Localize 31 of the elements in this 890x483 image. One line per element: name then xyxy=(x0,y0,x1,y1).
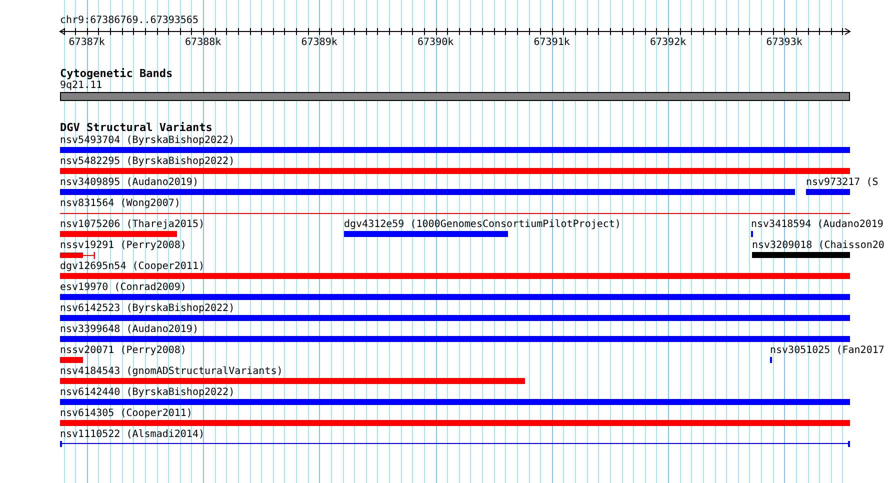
variant-label: nsv831564 (Wong2007) xyxy=(60,198,182,209)
variant-label: esv19970 (Conrad2009) xyxy=(60,282,188,293)
track-title: DGV Structural Variants xyxy=(60,122,212,133)
track-title: Cytogenetic Bands xyxy=(60,68,173,79)
variant-label: nsv6142523 (ByrskaBishop2022) xyxy=(60,303,236,314)
variant-label: nsv5493704 (ByrskaBishop2022) xyxy=(60,135,236,146)
tick-label: 67392k xyxy=(650,37,686,48)
variant-label: nsv1110522 (Alsmadi2014) xyxy=(60,429,206,440)
variant-label: nsv5482295 (ByrskaBishop2022) xyxy=(60,156,236,167)
variant-label: nsv3418594 (Audano2019 xyxy=(751,219,884,230)
tick-label: 67391k xyxy=(534,37,570,48)
tick-label: 67389k xyxy=(301,37,338,48)
variant-label: nssv20071 (Perry2008) xyxy=(60,345,186,356)
variant-label: nsv3209018 (Chaisson20 xyxy=(752,240,884,251)
variant-label: nsv3399648 (Audano2019) xyxy=(60,324,200,335)
variant-label: nsv3409895 (Audano2019) xyxy=(60,177,200,188)
variant-label: nsv6142440 (ByrskaBishop2022) xyxy=(60,387,236,398)
variant-label: nssv19291 (Perry2008) xyxy=(60,240,186,251)
tick-label: 67393k xyxy=(766,37,802,48)
variant-label: nsv4184543 (gnomADStructuralVariants) xyxy=(60,366,284,377)
variant-label: nsv973217 (S xyxy=(806,177,878,188)
variant-label: nsv1075206 (Thareja2015) xyxy=(60,219,204,230)
tick-label: 67390k xyxy=(418,37,454,48)
variant-label: dgv12695n54 (Cooper2011) xyxy=(60,261,206,272)
variant-label: nsv3051025 (Fan2017 xyxy=(770,345,884,356)
variant-label: dgv4312e59 (1000GenomesConsortiumPilotProject) xyxy=(344,219,621,230)
tick-label: 67387k xyxy=(68,37,105,48)
band-label: 9q21.11 xyxy=(60,80,104,91)
tick-label: 67388k xyxy=(185,37,222,48)
location-label: chr9:67386769..67393565 xyxy=(60,15,198,26)
variant-label: nsv614305 (Cooper2011) xyxy=(60,408,194,419)
